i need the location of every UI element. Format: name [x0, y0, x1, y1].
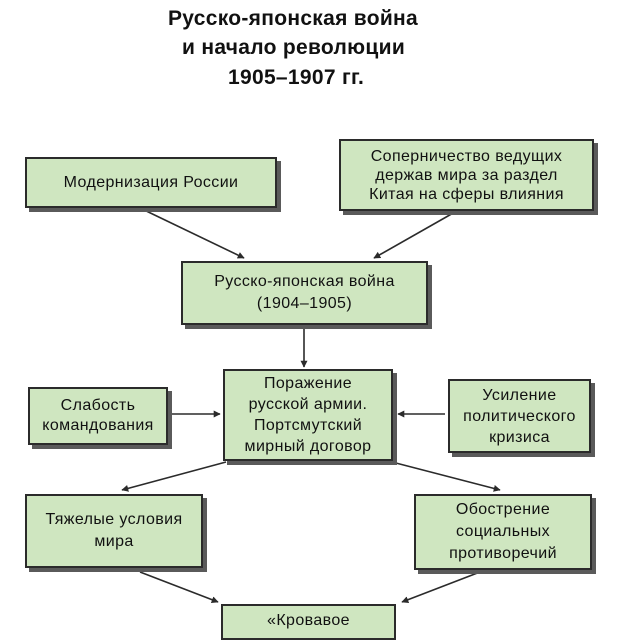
box-war-line-2: (1904–1905): [256, 295, 353, 312]
box-defeat-line-2: русской армии.: [248, 396, 368, 413]
title-line-1: Русско-японская война: [168, 7, 419, 30]
diagram-title: Русско-японская война и начало революции…: [0, 0, 621, 100]
box-rivalry-line-3: Китая на сферы влияния: [369, 185, 564, 203]
box-rivalry: Соперничество ведущих держав мира за раз…: [339, 139, 594, 211]
box-defeat-line-1: Поражение: [263, 375, 353, 392]
box-defeat: Поражение русской армии. Портсмутский ми…: [223, 369, 393, 461]
box-war: Русско-японская война (1904–1905): [181, 261, 428, 325]
box-crisis: Усиление политического кризиса: [448, 379, 591, 453]
arrow-defeat-to-social: [391, 461, 501, 492]
box-weakness-line-2: командования: [42, 417, 154, 434]
title-line-3: 1905–1907 гг.: [228, 66, 365, 89]
box-war-line-1: Русско-японская война: [214, 273, 395, 290]
box-defeat-line-3: Портсмутский: [253, 417, 363, 434]
box-modernization-line-1: Модернизация России: [63, 173, 239, 191]
box-modernization: Модернизация России: [25, 157, 277, 208]
arrow-social-to-bloody: [401, 571, 481, 604]
arrow-modernization-to-war: [139, 207, 245, 259]
title-line-2: и начало революции: [182, 36, 406, 59]
box-crisis-line-1: Усиление: [482, 386, 557, 404]
box-bloody-line-1: «Кровавое: [267, 612, 350, 629]
box-weakness-line-1: Слабость: [60, 397, 136, 414]
box-social-line-3: противоречий: [449, 545, 557, 562]
box-social: Обострение социальных противоречий: [414, 494, 592, 570]
box-weakness: Слабость командования: [28, 387, 168, 445]
arrow-peace-terms-to-bloody: [139, 571, 219, 604]
box-rivalry-line-2: держав мира за раздел: [375, 166, 558, 184]
box-peace-terms-line-2: мира: [94, 533, 134, 550]
box-defeat-line-4: мирный договор: [244, 438, 372, 455]
box-rivalry-line-1: Соперничество ведущих: [370, 147, 563, 165]
box-social-line-2: социальных: [455, 523, 551, 540]
box-peace-terms-line-1: Тяжелые условия: [45, 511, 183, 528]
box-peace-terms: Тяжелые условия мира: [25, 494, 203, 568]
box-social-line-1: Обострение: [455, 501, 551, 518]
box-bloody-sunday: «Кровавое: [221, 604, 396, 640]
box-crisis-line-2: политического: [463, 407, 576, 425]
arrow-defeat-to-peace-terms: [121, 461, 227, 492]
arrow-rivalry-to-war: [373, 211, 456, 259]
box-crisis-line-3: кризиса: [489, 428, 550, 446]
